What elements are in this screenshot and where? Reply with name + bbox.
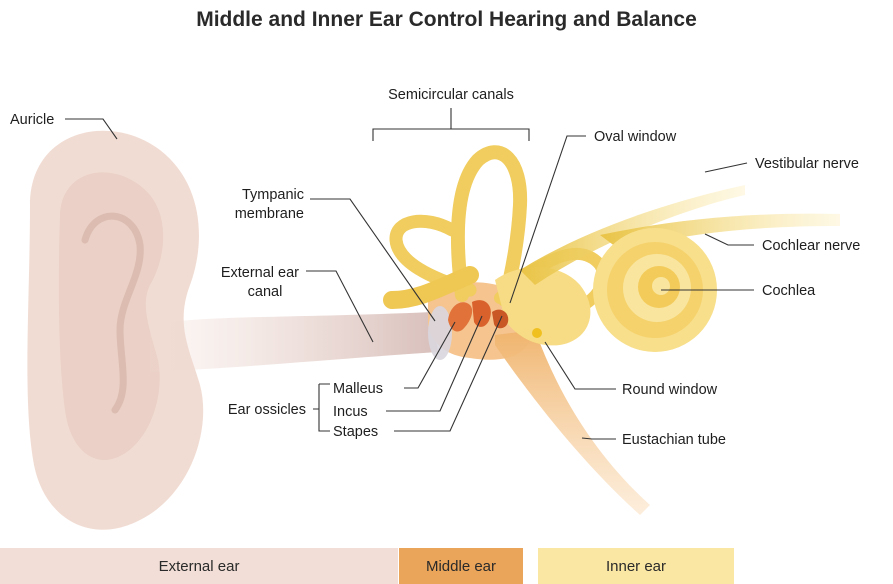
legend-inner-ear: Inner ear <box>538 548 734 584</box>
legend-middle-ear: Middle ear <box>399 548 523 584</box>
label-oval-window: Oval window <box>594 129 677 145</box>
label-vestibular-nerve: Vestibular nerve <box>755 156 859 172</box>
external-canal-shape <box>150 312 438 372</box>
label-semicircular-canals: Semicircular canals <box>388 87 514 103</box>
legend-external-ear-label: External ear <box>159 558 240 575</box>
label-ear-ossicles: Ear ossicles <box>228 402 306 418</box>
eustachian-tube-shape <box>495 330 650 515</box>
label-malleus: Malleus <box>333 381 383 397</box>
legend-middle-ear-label: Middle ear <box>426 558 496 575</box>
label-cochlear-nerve: Cochlear nerve <box>762 238 860 254</box>
label-external-canal-line2: canal <box>248 284 283 300</box>
round-window-shape <box>532 328 542 338</box>
legend-inner-ear-label: Inner ear <box>606 558 666 575</box>
label-tympanic-membrane-line1: Tympanic <box>242 187 304 203</box>
label-incus: Incus <box>333 404 368 420</box>
label-stapes: Stapes <box>333 424 378 440</box>
label-cochlea: Cochlea <box>762 283 816 299</box>
label-tympanic-membrane-line2: membrane <box>235 206 304 222</box>
label-auricle: Auricle <box>10 112 54 128</box>
label-external-canal-line1: External ear <box>221 265 299 281</box>
label-eustachian-tube: Eustachian tube <box>622 432 726 448</box>
semicircular-bracket <box>373 108 529 141</box>
legend-external-ear: External ear <box>0 548 398 584</box>
label-round-window: Round window <box>622 382 718 398</box>
